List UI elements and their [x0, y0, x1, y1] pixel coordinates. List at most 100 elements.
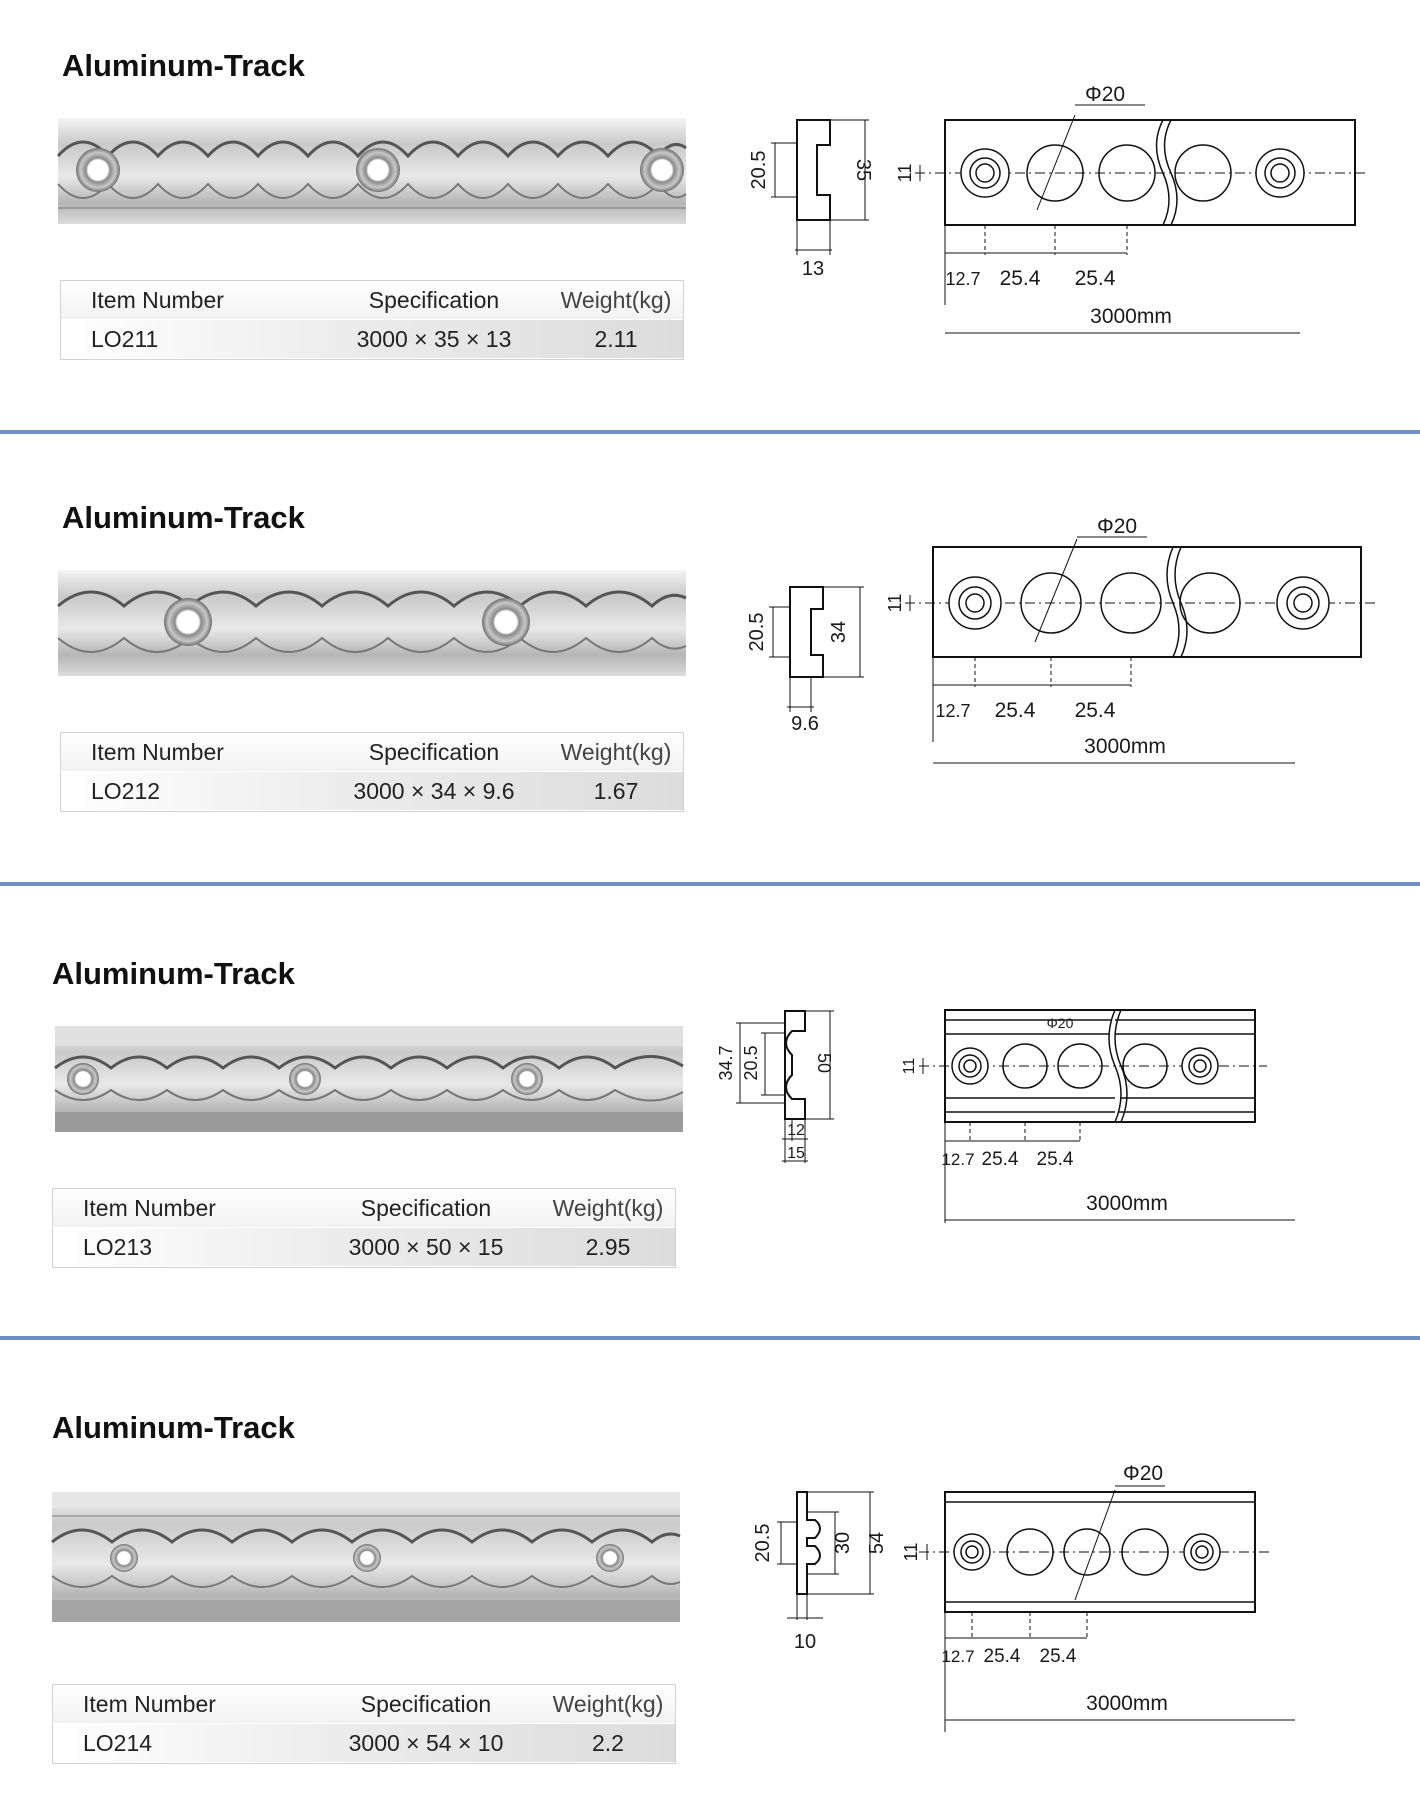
anchor-hole-icon: [76, 148, 120, 192]
section-title: Aluminum-Track: [52, 1410, 295, 1445]
profile-drawing: 20.5 35 13: [748, 119, 874, 280]
dim-pitch-1: 25.4: [984, 1646, 1021, 1667]
header-specification: Specification: [360, 1195, 492, 1221]
dim-width: 10: [794, 1631, 816, 1653]
spec-table: Item Number Specification Weight(kg) LO2…: [52, 1684, 676, 1764]
top-view-drawing: Φ20 11 12.7 25.4 25.4 3000mm: [901, 1462, 1295, 1732]
track-photo: [54, 1026, 684, 1132]
table-header-row: Item Number Specification Weight(kg): [53, 1685, 675, 1723]
spec-table: Item Number Specification Weight(kg) LO2…: [60, 732, 684, 812]
dim-height: 54: [866, 1532, 888, 1554]
specification: 3000 × 34 × 9.6: [353, 778, 515, 804]
header-specification: Specification: [360, 1691, 492, 1717]
dim-pitch-2: 25.4: [1075, 699, 1116, 722]
weight: 1.67: [593, 778, 639, 804]
item-number: LO212: [91, 778, 161, 804]
dim-inner-width: 12: [787, 1122, 805, 1139]
profile-drawing: 34.7 20.5 50 12 15: [716, 1010, 834, 1163]
section-title: Aluminum-Track: [62, 500, 305, 535]
specification: 3000 × 50 × 15: [348, 1234, 504, 1260]
profile-drawing: 20.5 34 9.6: [746, 586, 864, 735]
spec-table: Item Number Specification Weight(kg) LO2…: [52, 1188, 676, 1268]
dim-slot: 11: [885, 594, 905, 613]
spec-table: Item Number Specification Weight(kg) LO2…: [60, 280, 684, 360]
anchor-hole-icon: [164, 598, 212, 646]
dim-width: 13: [802, 258, 824, 280]
item-number: LO214: [83, 1730, 153, 1756]
dim-length: 3000mm: [1084, 735, 1166, 758]
top-view-drawing: Φ20 11 12.7 25.4 25.4 3000mm: [885, 515, 1375, 764]
item-number: LO211: [91, 326, 159, 352]
anchor-hole-icon: [289, 1063, 321, 1095]
table-header-row: Item Number Specification Weight(kg): [61, 733, 683, 771]
weight: 2.2: [592, 1730, 624, 1756]
header-specification: Specification: [368, 739, 500, 765]
header-item-number: Item Number: [91, 287, 224, 313]
table-header-row: Item Number Specification Weight(kg): [53, 1189, 675, 1227]
dim-height: 50: [814, 1053, 834, 1073]
dim-inner: 20.5: [741, 1045, 761, 1080]
dim-pitch-1: 25.4: [982, 1149, 1019, 1170]
section-divider: [0, 1336, 1420, 1340]
dim-height: 35: [852, 159, 874, 181]
table-header-row: Item Number Specification Weight(kg): [61, 281, 683, 319]
anchor-hole-icon: [640, 148, 684, 192]
dim-diameter: Φ20: [1085, 83, 1125, 106]
header-weight: Weight(kg): [560, 287, 672, 313]
anchor-hole-icon: [67, 1063, 99, 1095]
header-item-number: Item Number: [83, 1691, 216, 1717]
track-photo: [51, 1492, 681, 1622]
header-weight: Weight(kg): [552, 1195, 664, 1221]
table-row: LO212 3000 × 34 × 9.6 1.67: [61, 772, 683, 810]
header-weight: Weight(kg): [560, 739, 672, 765]
top-view-drawing: Φ20 11 12.7 25.4 25.4 3000mm: [901, 1009, 1295, 1223]
product-section-lo211: Aluminum-Track Item Number Specification…: [0, 0, 1420, 450]
dim-height: 34: [828, 621, 850, 643]
dim-length: 3000mm: [1090, 305, 1172, 328]
dim-pitch-2: 25.4: [1040, 1646, 1077, 1667]
dim-slot: 11: [901, 1543, 921, 1562]
dim-first: 12.7: [945, 269, 980, 289]
specification: 3000 × 35 × 13: [356, 326, 512, 352]
weight: 2.95: [585, 1234, 631, 1260]
table-row: LO214 3000 × 54 × 10 2.2: [53, 1724, 675, 1762]
product-section-lo212: Aluminum-Track Item Number Specification…: [0, 452, 1420, 902]
dim-first: 12.7: [941, 1150, 974, 1169]
dim-width: 15: [787, 1145, 805, 1162]
anchor-hole-icon: [482, 598, 530, 646]
section-title: Aluminum-Track: [52, 956, 295, 991]
dim-pitch-1: 25.4: [995, 699, 1036, 722]
header-item-number: Item Number: [83, 1195, 216, 1221]
dim-length: 3000mm: [1086, 1692, 1168, 1715]
header-item-number: Item Number: [91, 739, 224, 765]
dim-outer: 34.7: [716, 1045, 736, 1080]
anchor-hole-icon: [596, 1544, 624, 1572]
dim-inner: 20.5: [752, 1524, 774, 1563]
specification: 3000 × 54 × 10: [348, 1730, 504, 1756]
item-number: LO213: [83, 1234, 153, 1260]
section-divider: [0, 430, 1420, 434]
anchor-hole-icon: [353, 1544, 381, 1572]
dim-diameter: Φ20: [1097, 515, 1137, 538]
top-view-drawing: Φ20 11 12.7 25.4 25.4 3000mm: [895, 83, 1365, 334]
dim-mid: 30: [832, 1532, 854, 1554]
profile-drawing: 20.5 30 54 10: [752, 1491, 888, 1653]
dim-pitch-1: 25.4: [1000, 267, 1041, 290]
section-title: Aluminum-Track: [62, 48, 305, 83]
header-weight: Weight(kg): [552, 1691, 664, 1717]
anchor-hole-icon: [356, 148, 400, 192]
dim-length: 3000mm: [1086, 1192, 1168, 1215]
header-specification: Specification: [368, 287, 500, 313]
weight: 2.11: [594, 326, 638, 352]
dim-pitch-2: 25.4: [1037, 1149, 1074, 1170]
section-divider: [0, 882, 1420, 886]
dim-slot: 11: [895, 164, 915, 183]
dim-width: 9.6: [791, 713, 819, 735]
dim-diameter: Φ20: [1123, 1462, 1163, 1485]
dim-inner: 20.5: [748, 151, 770, 190]
dim-slot: 11: [901, 1058, 918, 1075]
track-photo: [56, 118, 687, 224]
anchor-hole-icon: [511, 1063, 543, 1095]
dim-pitch-2: 25.4: [1075, 267, 1116, 290]
product-section-lo213: Aluminum-Track Item Number Specification…: [0, 908, 1420, 1358]
